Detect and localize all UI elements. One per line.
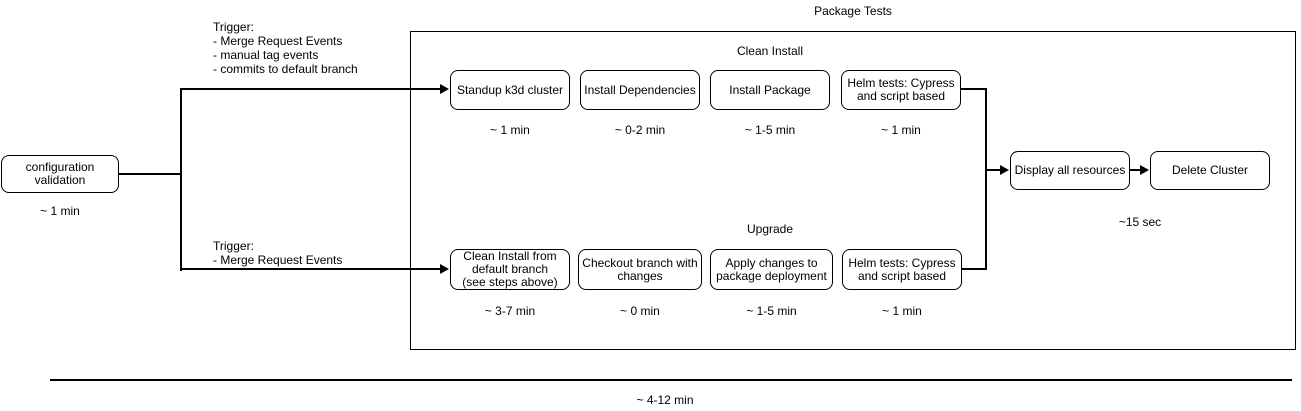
- step-label: Install Dependencies: [584, 82, 696, 97]
- step-label: Install Package: [729, 82, 811, 97]
- step-label: Standup k3d cluster: [456, 82, 564, 97]
- diagram-title: Package Tests: [814, 4, 892, 18]
- apply-changes-duration: ~ 1-5 min: [746, 304, 797, 318]
- trigger-top-note: Trigger: - Merge Request Events - manual…: [213, 20, 358, 76]
- connector-clean-install-arrow: [180, 88, 440, 90]
- step-checkout-branch-box: Checkout branch with changes: [578, 249, 702, 290]
- checkout-branch-duration: ~ 0 min: [620, 304, 660, 318]
- arrowhead-icon: [1000, 165, 1009, 175]
- step-helm-tests-clean-box: Helm tests: Cypress and script based: [841, 70, 961, 110]
- arrowhead-icon: [440, 264, 449, 274]
- step-apply-changes-box: Apply changes to package deployment: [710, 249, 833, 290]
- config-validation-box: configuration validation: [1, 155, 119, 193]
- step-label: Checkout branch with changes: [582, 255, 698, 283]
- arrowhead-icon: [440, 84, 449, 94]
- display-all-resources-box: Display all resources: [1010, 151, 1130, 190]
- package-tests-container: [410, 31, 1296, 350]
- install-dependencies-duration: ~ 0-2 min: [614, 123, 666, 137]
- step-label: Helm tests: Cypress and script based: [848, 255, 956, 283]
- connector-upgrade-arrow: [180, 268, 440, 270]
- step-label: Delete Cluster: [1171, 163, 1249, 177]
- standup-duration: ~ 1 min: [490, 123, 530, 137]
- connector-delete-arrow: [1130, 169, 1141, 171]
- step-label: Clean Install from default branch (see s…: [462, 249, 558, 289]
- step-label: Apply changes to package deployment: [716, 255, 827, 283]
- connector-helm-upgrade-out: [960, 268, 987, 270]
- clean-install-from-default-duration: ~ 3-7 min: [484, 304, 536, 318]
- step-install-package-box: Install Package: [710, 70, 830, 110]
- upgrade-section-label: Upgrade: [746, 222, 794, 236]
- step-label: Helm tests: Cypress and script based: [847, 76, 955, 103]
- delete-cluster-box: Delete Cluster: [1150, 151, 1270, 190]
- step-clean-install-from-default-box: Clean Install from default branch (see s…: [450, 249, 570, 290]
- helm-tests-upgrade-duration: ~ 1 min: [882, 304, 922, 318]
- step-helm-tests-upgrade-box: Helm tests: Cypress and script based: [842, 249, 962, 290]
- connector-right-vertical: [985, 88, 987, 270]
- teardown-duration: ~15 sec: [1118, 215, 1162, 229]
- step-label: configuration validation: [25, 160, 95, 187]
- step-label: Display all resources: [1014, 163, 1126, 177]
- clean-install-section-label: Clean Install: [736, 44, 804, 58]
- step-install-dependencies-box: Install Dependencies: [580, 70, 700, 110]
- connector-display-arrow: [985, 169, 1001, 171]
- connector-helm-clean-out: [960, 88, 987, 90]
- config-validation-duration: ~ 1 min: [40, 204, 80, 218]
- install-package-duration: ~ 1-5 min: [744, 123, 796, 137]
- connector-trigger-branch-vertical: [180, 88, 182, 271]
- arrowhead-icon: [1140, 165, 1149, 175]
- helm-tests-clean-duration: ~ 1 min: [881, 123, 921, 137]
- trigger-bottom-note: Trigger: - Merge Request Events: [213, 239, 343, 267]
- total-duration-divider: [50, 379, 1292, 381]
- step-standup-k3d-cluster-box: Standup k3d cluster: [450, 70, 570, 110]
- connector-config-out: [119, 173, 180, 175]
- total-duration-label: ~ 4-12 min: [636, 393, 694, 407]
